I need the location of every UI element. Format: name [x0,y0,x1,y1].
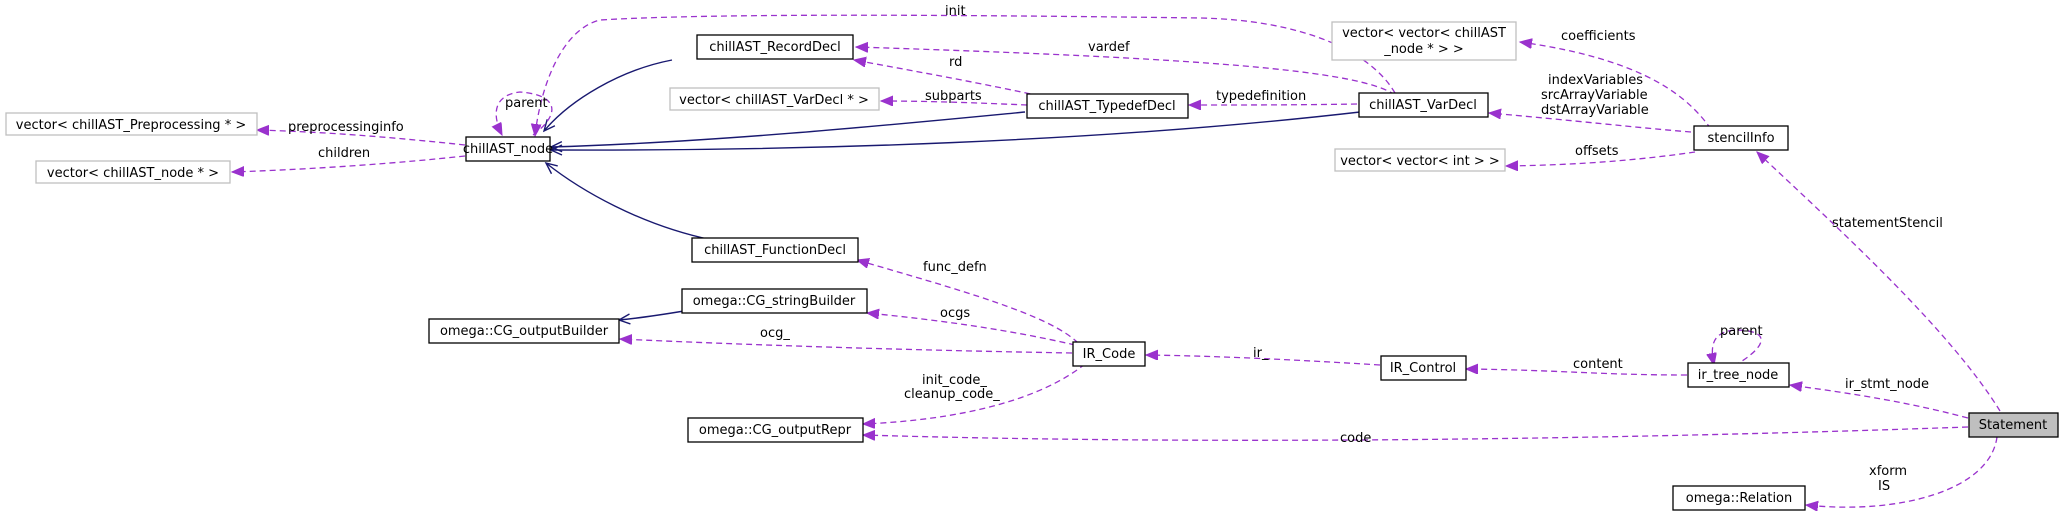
label-children: children [318,146,370,161]
label-rd: rd [949,55,962,70]
label-cleanup-code: cleanup_code_ [904,387,1000,402]
inherit-functiondecl-node [544,161,713,241]
label-parent-node: parent [505,96,548,111]
edge-init [535,14,1396,136]
node-chillast-node-label: chillAST_node [463,142,553,157]
edge-tree-parent [1712,329,1762,367]
label-statementstencil: statementStencil [1832,216,1943,231]
node-cg-outputrepr-label: omega::CG_outputRepr [699,423,852,438]
node-cg-outputbuilder-label: omega::CG_outputBuilder [440,324,609,339]
label-func-defn: func_defn [923,260,987,275]
edge-ocg [620,339,1073,354]
edge-subparts [881,101,1028,105]
node-statement[interactable]: Statement [1968,412,2059,438]
node-chillast-recorddecl[interactable]: chillAST_RecordDecl [696,34,854,60]
edge-coefficients [1520,42,1712,130]
label-init-code: init_code_ [922,373,987,388]
label-coefficients: coefficients [1561,29,1636,44]
edge-init-cleanup-code [863,363,1086,424]
node-chillast-functiondecl[interactable]: chillAST_FunctionDecl [691,237,859,263]
node-vector-vector-node-label-1: vector< vector< chillAST [1342,26,1506,41]
label-typedefinition: typedefinition [1216,89,1306,104]
label-ir-stmt-node: ir_stmt_node [1845,377,1929,392]
node-chillast-node[interactable]: chillAST_node [463,136,553,162]
node-vector-vector-node-label-2: _node * > > [1383,42,1464,57]
edge-xform-is [1806,436,1998,507]
label-vardef: vardef [1088,40,1130,55]
node-chillast-vardecl[interactable]: chillAST_VarDecl [1358,92,1489,118]
label-preprocessinginfo: preprocessinginfo [288,120,404,135]
node-cg-stringbuilder-label: omega::CG_stringBuilder [693,294,856,309]
node-cg-outputbuilder[interactable]: omega::CG_outputBuilder [428,318,620,344]
label-xform: xform [1869,464,1907,479]
inherit-typedefdecl-node [549,111,1026,153]
inherit-stringbuilder-outputbuilder [617,310,685,325]
edge-offsets [1506,151,1696,166]
edge-code [863,426,1969,441]
label-ocg: ocg_ [760,326,790,341]
edge-vardef [856,47,1396,96]
node-ir-tree-node-label: ir_tree_node [1698,368,1779,383]
edge-preprocessinginfo [257,130,466,146]
label-init: init [945,4,966,19]
label-content: content [1573,357,1623,372]
label-offsets: offsets [1575,144,1619,159]
node-cg-outputrepr[interactable]: omega::CG_outputRepr [687,417,864,443]
edge-ir-stmt-node [1790,385,1969,419]
label-ir: ir_ [1253,346,1269,361]
node-chillast-recorddecl-label: chillAST_RecordDecl [709,40,841,55]
node-vector-vector-int-label: vector< vector< int > > [1340,154,1500,169]
node-stencilinfo[interactable]: stencilInfo [1693,125,1789,151]
label-tree-parent: parent [1720,324,1763,339]
edge-ocgs [867,313,1076,346]
edge-children [232,155,466,172]
node-stencilinfo-label: stencilInfo [1707,131,1774,146]
node-vector-vardecl-label: vector< chillAST_VarDecl * > [679,93,869,108]
label-srcarrayvariable: srcArrayVariable [1541,88,1648,103]
node-ir-control-label: IR_Control [1390,361,1456,376]
edge-statementstencil [1757,152,2001,412]
edge-rd [854,60,1041,97]
label-indexvariables: indexVariables [1548,73,1643,88]
node-ir-control[interactable]: IR_Control [1380,355,1467,381]
node-ir-code[interactable]: IR_Code [1072,341,1146,367]
node-ir-tree-node[interactable]: ir_tree_node [1687,362,1790,388]
label-subparts: subparts [925,89,982,104]
node-cg-stringbuilder[interactable]: omega::CG_stringBuilder [681,288,868,314]
inherit-vardecl-node [549,111,1361,156]
edge-indexvariables [1489,113,1692,133]
node-vector-node-label: vector< chillAST_node * > [47,166,219,181]
node-ir-code-label: IR_Code [1083,347,1136,362]
node-vector-vector-int[interactable]: vector< vector< int > > [1334,148,1506,172]
node-statement-label: Statement [1979,418,2047,433]
label-dstarrayvariable: dstArrayVariable [1541,103,1649,118]
edge-ir [1146,355,1381,366]
label-is: IS [1878,479,1890,494]
node-chillast-vardecl-label: chillAST_VarDecl [1369,98,1477,113]
node-vector-vector-node[interactable]: vector< vector< chillAST _node * > > [1331,21,1517,61]
node-chillast-functiondecl-label: chillAST_FunctionDecl [704,243,846,258]
node-vector-node[interactable]: vector< chillAST_node * > [35,160,231,184]
inherit-recorddecl-node [542,59,673,133]
node-omega-relation[interactable]: omega::Relation [1672,485,1806,511]
node-chillast-typedefdecl-label: chillAST_TypedefDecl [1038,99,1175,114]
label-ocgs: ocgs [940,306,970,321]
edge-node-parent [496,91,553,135]
edge-func-defn [857,260,1079,344]
node-chillast-typedefdecl[interactable]: chillAST_TypedefDecl [1026,93,1189,119]
node-vector-preprocessing[interactable]: vector< chillAST_Preprocessing * > [5,112,258,136]
label-code: code [1340,431,1371,446]
edge-typedefinition [1189,104,1358,105]
node-omega-relation-label: omega::Relation [1686,491,1793,506]
node-vector-vardecl[interactable]: vector< chillAST_VarDecl * > [669,87,880,111]
node-vector-preprocessing-label: vector< chillAST_Preprocessing * > [16,118,246,133]
